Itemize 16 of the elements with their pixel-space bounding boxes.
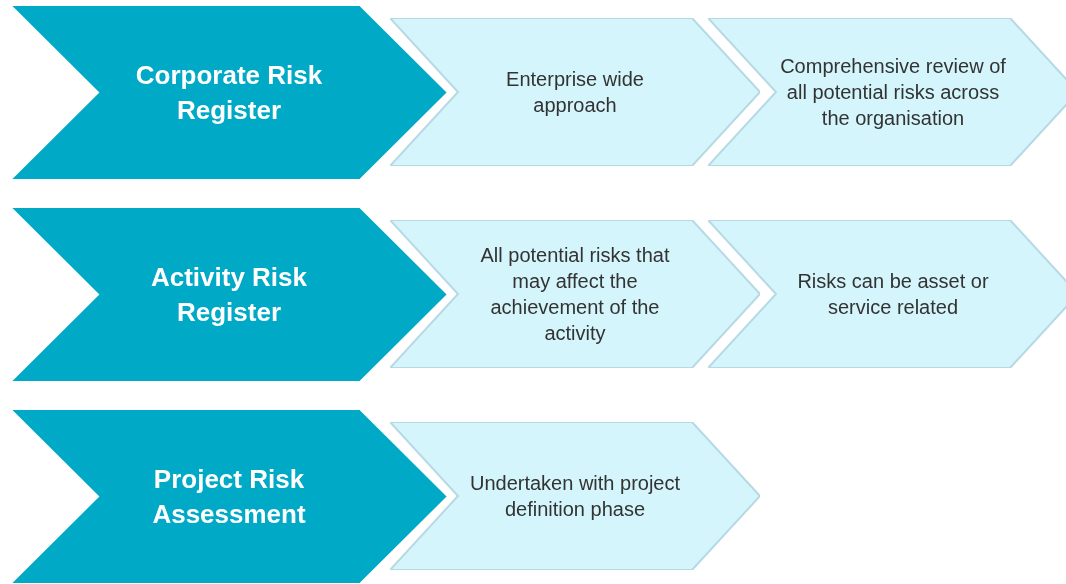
chevron-text: Corporate Risk Register (134, 58, 324, 127)
chevron-shape (10, 409, 448, 584)
chevron-text: Comprehensive review of all potential risks across the organisation (780, 54, 1006, 131)
chevron-text: Enterprise wide approach (505, 67, 645, 118)
chevron-shape (10, 207, 448, 382)
chevron-shape (10, 5, 448, 180)
chevron-shape (390, 422, 760, 570)
chevron-shape (708, 18, 1066, 166)
chevron-shape (390, 18, 760, 166)
chevron-text: Risks can be asset or service related (796, 269, 990, 320)
chevron-text: Activity Risk Register (149, 260, 309, 329)
chevron-text: Undertaken with project definition phase (468, 471, 682, 522)
chevron-shape (390, 220, 760, 368)
chevron-text: Project Risk Assessment (151, 462, 307, 531)
chevron-shape (708, 220, 1066, 368)
chevron-text: All potential risks that may affect the achievement of the activity (479, 243, 671, 346)
